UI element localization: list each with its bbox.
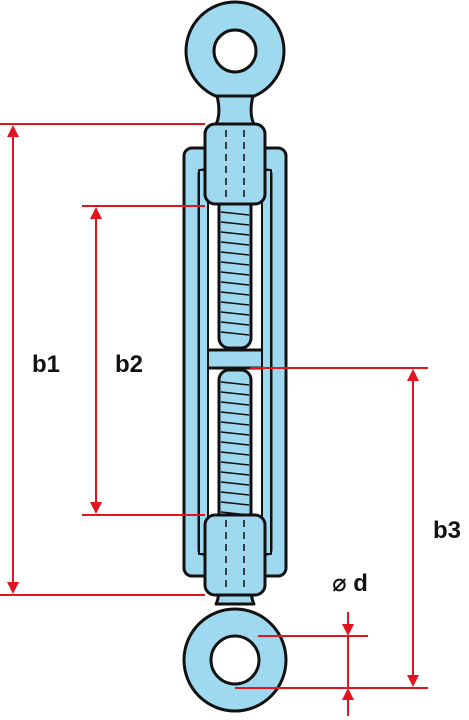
- upper-nut: [203, 122, 267, 206]
- lower-nut: [203, 513, 267, 597]
- label-b3: b3: [433, 517, 461, 544]
- hidden-edges: [225, 130, 245, 592]
- dimensions: [0, 123, 428, 716]
- bottom-eye: [182, 580, 288, 713]
- top-eye: [184, 0, 286, 130]
- body-rail-right: [261, 169, 272, 555]
- thread-marks: [220, 211, 250, 516]
- body-rail-left: [198, 169, 209, 555]
- label-diameter-d: ⌀ d: [332, 570, 368, 597]
- label-b2: b2: [115, 351, 143, 378]
- body-center-bar: [199, 350, 271, 368]
- turnbuckle: [182, 0, 288, 713]
- label-b1: b1: [32, 351, 60, 378]
